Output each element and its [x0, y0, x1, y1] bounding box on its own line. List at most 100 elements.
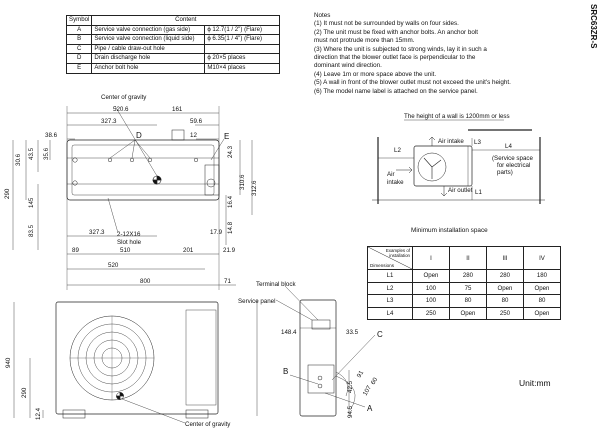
table-cell: 280: [449, 269, 487, 283]
symbol-table: Symbol Content A Service valve connectio…: [65, 15, 281, 74]
dim-30-6: 30.6: [15, 153, 22, 166]
column-header: III: [486, 246, 524, 270]
air-intake-top-label: Air intake: [438, 138, 464, 145]
row-label: L4: [367, 306, 413, 320]
service-panel-label: Service panel: [238, 298, 276, 305]
dim-312-6: 312.6: [251, 180, 258, 196]
service-valve-icon: [317, 375, 323, 381]
corner-cell: Examples of installation Dimensions: [367, 246, 413, 270]
dim-14-8: 14.8: [227, 221, 234, 234]
row-label: L2: [367, 281, 413, 295]
side-view: [256, 285, 376, 417]
label-E: E: [224, 132, 229, 141]
top-view-inner: [71, 144, 215, 196]
corner-top-line-1: Examples of: [385, 248, 410, 253]
drain-hole-icon: [193, 157, 199, 163]
slot-hole-label: Slot hole: [117, 239, 142, 246]
slot-label: 2-12X16: [117, 231, 141, 238]
value-cell: M10×4 places: [204, 62, 281, 74]
table-row: L3 100 80 80 80: [367, 294, 561, 308]
symbol-cell: E: [65, 62, 93, 74]
table-cell: 180: [523, 269, 561, 283]
label-L4: L4: [505, 143, 512, 150]
table-cell: 100: [412, 294, 450, 308]
dim-21-9: 21.9: [223, 247, 236, 254]
dim-520-6: 520.6: [113, 106, 129, 113]
notes-block: Notes (1) It must not be surrounded by w…: [314, 12, 511, 96]
dim-59-6: 59.6: [190, 118, 203, 125]
dim-510: 510: [120, 247, 131, 254]
air-outlet-label: Air outlet: [448, 187, 473, 194]
row-label: L1: [367, 269, 413, 283]
table-cell: Open: [486, 281, 524, 295]
air-intake-left-label-1: Air: [387, 171, 395, 178]
dim-520: 520: [108, 262, 119, 269]
note-line: must not protrude more than 15mm.: [314, 37, 415, 45]
note-line: direction that the blower outlet face is…: [314, 53, 476, 61]
dim-35-6: 35.6: [43, 147, 50, 160]
dim-327-3-bottom: 327.3: [89, 229, 105, 236]
table-cell: 100: [412, 281, 450, 295]
table-row: L1 Open 280 280 180: [367, 269, 561, 283]
table-cell: 280: [486, 269, 524, 283]
terminal-block-label: Terminal block: [256, 281, 296, 288]
table-row: L4 250 Open 250 Open: [367, 306, 561, 320]
table-cell: Open: [412, 269, 450, 283]
terminal-block: [311, 319, 331, 330]
column-header: II: [449, 246, 487, 270]
dim-17-9: 17.9: [210, 229, 223, 236]
table-row: L2 100 75 Open Open: [367, 281, 561, 295]
corner-top-line-2: installation: [389, 253, 410, 258]
air-intake-left-label-2: intake: [387, 179, 404, 186]
front-view-outline: [55, 301, 219, 415]
dim-290-front: 290: [21, 387, 28, 398]
note-line: dominant wind direction.: [314, 62, 382, 70]
dim-327-3-top: 327.3: [101, 118, 117, 125]
dim-145: 145: [28, 197, 35, 208]
valve-cover: [307, 364, 335, 394]
dim-800: 800: [140, 278, 151, 285]
note-line: (2) The unit must be fixed with anchor b…: [314, 28, 479, 36]
dim-38-6: 38.6: [45, 132, 58, 139]
top-view-outline: [66, 139, 220, 201]
column-header: IV: [523, 246, 561, 270]
note-line: (5) A wall in front of the blower outlet…: [314, 79, 511, 87]
front-view: [13, 301, 219, 424]
dim-16-4: 16.4: [227, 195, 234, 208]
table-header-row: Examples of installation Dimensions I II…: [367, 246, 561, 270]
drain-hole-icon: [107, 157, 113, 163]
table-cell: 80: [449, 294, 487, 308]
installation-title: Minimum installation space: [411, 227, 488, 234]
valve-block: [171, 129, 185, 141]
notes-title: Notes: [314, 12, 331, 19]
top-view: [12, 105, 253, 290]
drain-hole-icon: [129, 157, 135, 163]
label-B: B: [283, 367, 288, 376]
installation-dimensions-table: Examples of installation Dimensions I II…: [367, 246, 561, 320]
table-cell: 250: [412, 306, 450, 320]
anchor-hole-icon: [206, 178, 216, 188]
corner-diagonal: [368, 247, 412, 269]
service-space-label-2: for electrical: [497, 162, 530, 169]
drain-hole-icon: [147, 157, 153, 163]
table-cell: Open: [449, 306, 487, 320]
dim-60: 60: [370, 376, 380, 386]
label-L2: L2: [394, 147, 401, 154]
dim-107: 107: [362, 384, 374, 397]
dim-148-4: 148.4: [281, 329, 297, 336]
column-header: I: [412, 246, 450, 270]
row-label: L3: [367, 294, 413, 308]
service-space-label-1: (Service space: [492, 155, 533, 162]
corner-bottom: Dimensions: [370, 263, 394, 268]
dim-91: 91: [356, 369, 366, 379]
unit-outline: [413, 145, 473, 187]
service-space-label-3: parts): [497, 169, 513, 176]
dim-310-6: 310.6: [239, 174, 246, 190]
dim-71: 71: [224, 278, 231, 285]
dim-43-5: 43.5: [28, 147, 35, 160]
note-line: (4) Leave 1m or more space above the uni…: [314, 70, 437, 78]
cog-label-top: Center of gravity: [101, 94, 147, 101]
dim-42-5: 42.5: [347, 380, 354, 393]
dim-12-4: 12.4: [35, 407, 42, 420]
table-cell: 250: [486, 306, 524, 320]
